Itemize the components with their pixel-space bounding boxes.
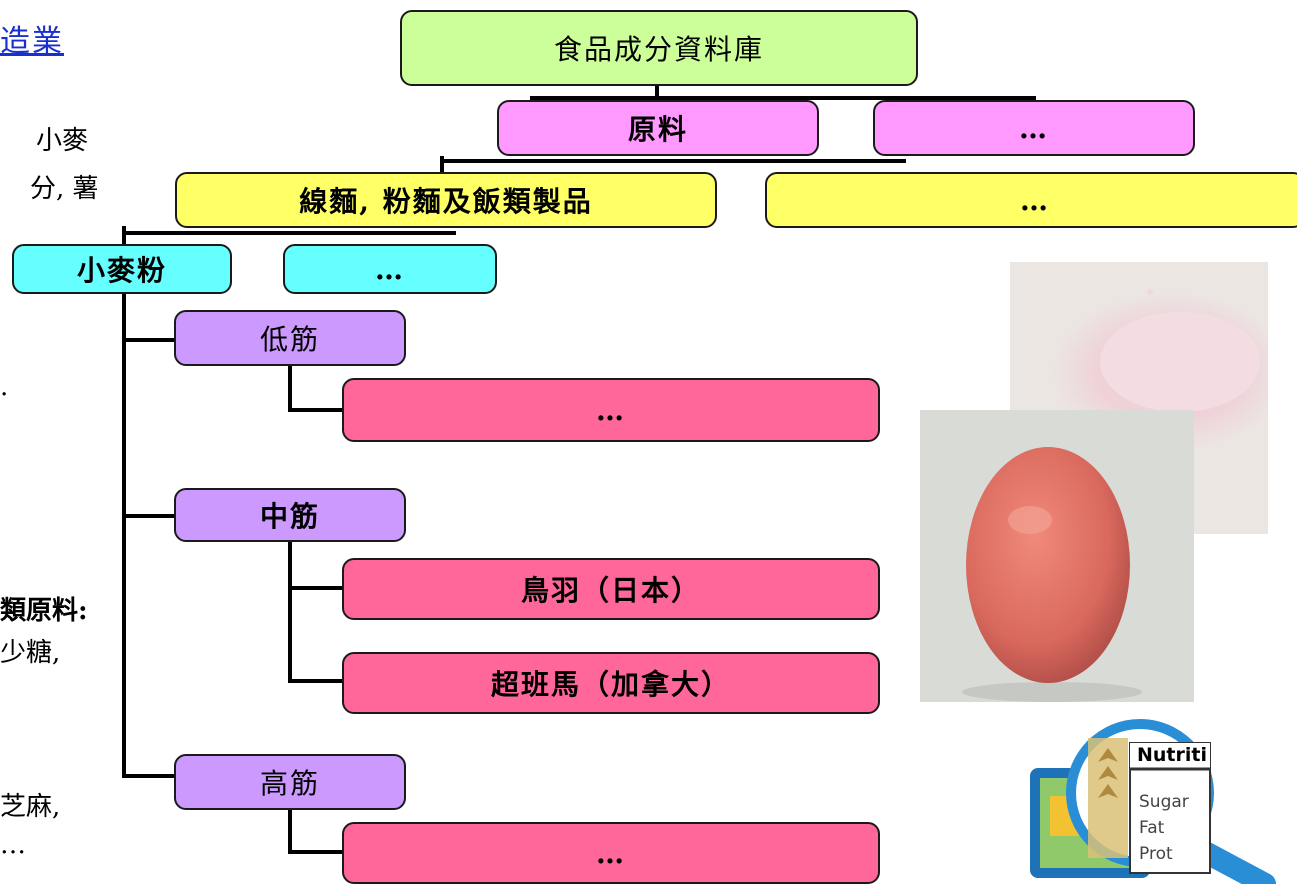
- egg-image: [962, 447, 1142, 702]
- node-label: …: [596, 393, 626, 427]
- node-label: 鳥羽（日本）: [520, 574, 701, 607]
- product-node: …: [342, 378, 880, 442]
- connector-line: [655, 86, 659, 100]
- node-label: …: [375, 252, 405, 286]
- node-label: 低筋: [259, 323, 320, 356]
- high-gluten-node: 高筋: [174, 754, 406, 810]
- noodle-rice-products-node: 線麵, 粉麵及飯類製品: [175, 172, 717, 228]
- heading-fragment: 造業: [0, 24, 64, 59]
- node-label: …: [1019, 111, 1049, 145]
- connector-line: [288, 366, 292, 412]
- connector-line: [288, 850, 344, 854]
- ellipsis-node: …: [873, 100, 1195, 156]
- root-label: 食品成分資料庫: [553, 33, 764, 66]
- product-node-super-zebra-canada: 超班馬（加拿大）: [342, 652, 880, 714]
- nutrition-item-protein: Prot: [1139, 844, 1173, 864]
- connector-line: [122, 231, 456, 235]
- connector-line: [288, 810, 292, 854]
- text-fragment: 類原料:: [0, 596, 88, 626]
- node-label: 中筋: [259, 500, 320, 533]
- egg-photo: [920, 410, 1194, 702]
- medium-gluten-node: 中筋: [174, 488, 406, 542]
- text-fragment: 芝麻,: [0, 792, 61, 822]
- ellipsis-node: …: [283, 244, 497, 294]
- connector-line: [122, 338, 176, 342]
- text-fragment: …: [0, 830, 26, 860]
- wheat-flour-node: 小麥粉: [12, 244, 232, 294]
- node-label: 原料: [627, 113, 688, 146]
- nutrition-item-fat: Fat: [1139, 818, 1165, 838]
- connector-line: [288, 586, 344, 590]
- connector-line: [288, 408, 344, 412]
- text-fragment: 分, 薯: [30, 174, 99, 204]
- node-label: …: [1020, 183, 1050, 217]
- nutrition-icon-graphic: [1030, 719, 1276, 884]
- ellipsis-node: …: [765, 172, 1297, 228]
- nutrition-magnifier-icon: Nutriti Sugar Fat Prot: [1010, 718, 1297, 884]
- connector-line: [288, 679, 344, 683]
- connector-line: [122, 290, 126, 778]
- node-label: 超班馬（加拿大）: [490, 668, 731, 701]
- text-fragment: .: [0, 372, 9, 402]
- node-label: 小麥粉: [76, 254, 167, 287]
- connector-line: [122, 774, 176, 778]
- connector-line: [440, 156, 444, 172]
- raw-material-node: 原料: [497, 100, 819, 156]
- low-gluten-node: 低筋: [174, 310, 406, 366]
- node-label: 線麵, 粉麵及飯類製品: [299, 185, 593, 218]
- text-fragment: 小麥: [36, 126, 89, 156]
- nutrition-item-sugar: Sugar: [1139, 792, 1189, 812]
- connector-line: [440, 159, 906, 163]
- nutrition-label-title: Nutriti: [1137, 744, 1207, 766]
- node-label: …: [596, 836, 626, 870]
- node-label: 高筋: [259, 767, 320, 800]
- product-node-toba-japan: 鳥羽（日本）: [342, 558, 880, 620]
- text-fragment: 少糖,: [0, 638, 61, 668]
- connector-line: [122, 226, 126, 244]
- connector-line: [288, 542, 292, 683]
- connector-line: [530, 96, 1036, 100]
- root-node: 食品成分資料庫: [400, 10, 918, 86]
- connector-line: [122, 514, 176, 518]
- product-node: …: [342, 822, 880, 884]
